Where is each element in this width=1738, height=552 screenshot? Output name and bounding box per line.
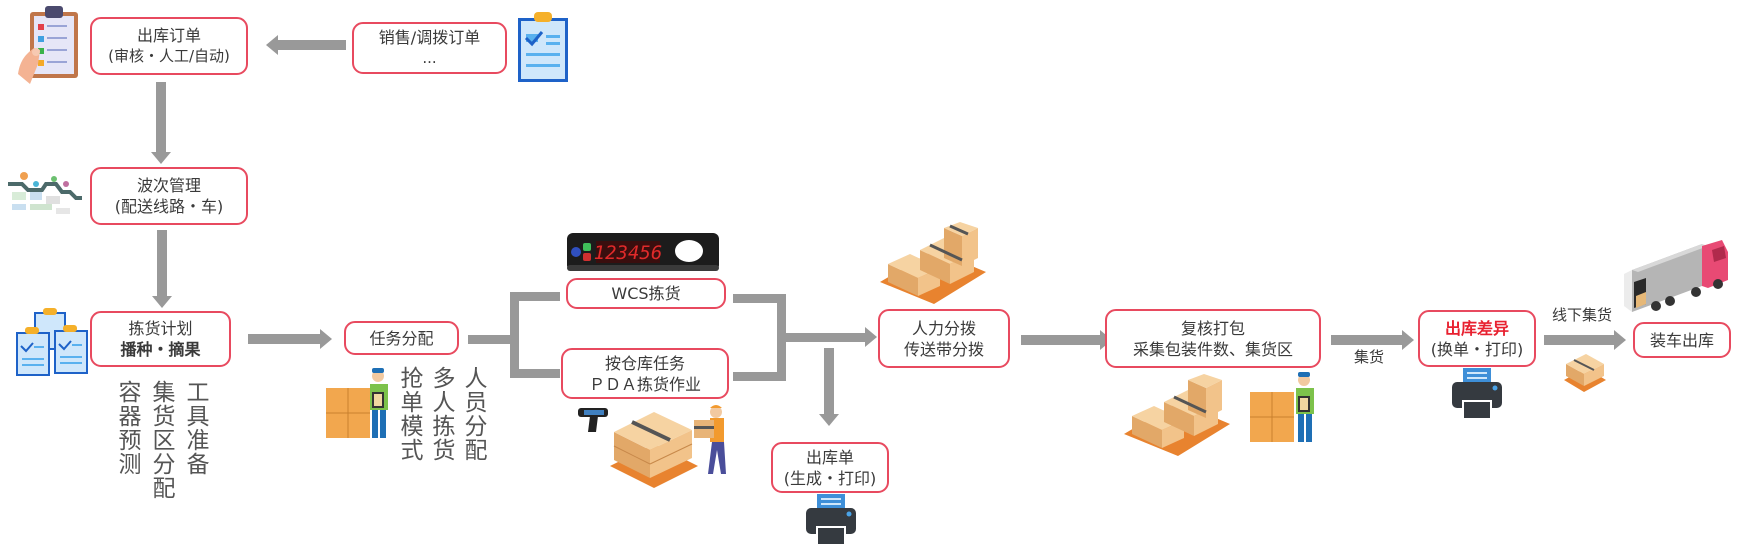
picking-plan-note: 容器预测: [114, 380, 140, 476]
display-digits: 123456: [594, 242, 663, 264]
arrow-merge-to-sorting: [785, 333, 865, 342]
node-subtitle: 采集包装件数、集货区: [1132, 339, 1293, 359]
node-outbound-slip[interactable]: 出库单 (生成・打印): [771, 442, 889, 493]
node-title: 拣货计划: [128, 319, 193, 338]
node-title: WCS拣货: [611, 284, 681, 303]
connector-wcs-to-merge: [733, 294, 785, 303]
worker-carrying-box-icon: [694, 405, 726, 474]
arrow-plan-to-task: [248, 334, 320, 344]
arrowhead: [865, 327, 877, 347]
node-task-assignment[interactable]: 任务分配: [344, 321, 459, 355]
node-title: 波次管理: [136, 176, 201, 195]
node-title: 装车出库: [1649, 330, 1714, 350]
pda-scanner-icon: [578, 408, 608, 432]
task-assignment-note: 抢单模式: [396, 366, 422, 462]
node-title: 出库差异: [1444, 318, 1509, 338]
pallet-boxes-large-icon: [880, 222, 986, 304]
node-subtitle: 播种・摘果: [120, 340, 201, 359]
node-title: 出库订单: [136, 26, 201, 45]
arrow-order-to-wave: [156, 82, 166, 157]
node-title: 人力分拨: [911, 318, 976, 338]
picking-plan-note: 集货区分配: [148, 380, 174, 500]
pallet-boxes-recheck-icon: [1124, 374, 1230, 456]
node-recheck-pack[interactable]: 复核打包 采集包装件数、集货区: [1105, 309, 1321, 368]
route-map-icon: [8, 172, 82, 214]
arrowhead: [320, 329, 332, 349]
node-pda-picking[interactable]: 按仓库任务 ＰＤＡ拣货作业: [561, 348, 729, 399]
node-outbound-difference[interactable]: 出库差异 (换单・打印): [1418, 310, 1536, 367]
connector-task-to-branch: [468, 335, 512, 344]
arrowhead: [1402, 330, 1414, 350]
arrowhead: [1614, 330, 1626, 350]
pallet-boxes-icon: [610, 412, 698, 488]
pick-to-light-display-icon: 123456: [567, 233, 719, 271]
connector-branch-to-pda: [510, 369, 560, 378]
node-sales-order[interactable]: 销售/调拨订单 ...: [352, 22, 507, 74]
printer-icon: [806, 494, 856, 544]
node-picking-plan[interactable]: 拣货计划 播种・摘果: [90, 311, 231, 367]
arrowhead: [151, 152, 171, 164]
arrow-recheck-to-diff: [1331, 335, 1403, 345]
task-assignment-note: 人员分配: [460, 366, 486, 462]
node-wcs-picking[interactable]: WCS拣货: [566, 278, 726, 309]
arrowhead: [152, 296, 172, 308]
node-title: 销售/调拨订单: [378, 28, 481, 47]
small-pallet-icon: [1564, 354, 1606, 392]
truck-icon: [1624, 240, 1728, 312]
node-load-ship[interactable]: 装车出库: [1633, 322, 1731, 358]
worker-tablet-icon: [1250, 372, 1314, 442]
node-subtitle: ＰＤＡ拣货作业: [588, 374, 701, 394]
arrow-sorting-to-recheck: [1021, 335, 1101, 345]
connector-pda-to-merge: [733, 372, 785, 381]
worker-boxes-icon: [326, 368, 388, 438]
node-title: 任务分配: [369, 328, 434, 348]
arrow-diff-to-load: [1544, 335, 1616, 345]
arrowhead: [266, 35, 278, 55]
clipboard-hand-icon: [18, 6, 78, 84]
node-sorting[interactable]: 人力分拨 传送带分拨: [878, 309, 1010, 368]
connector-merge-vertical: [777, 294, 786, 381]
node-title: 按仓库任务: [604, 353, 685, 373]
node-subtitle: (生成・打印): [783, 468, 877, 488]
arrow-sales-to-order: [278, 40, 346, 50]
node-subtitle: 传送带分拨: [903, 339, 984, 359]
edge-label-offline-consolidate: 线下集货: [1552, 306, 1613, 324]
picking-plan-note: 工具准备: [182, 380, 208, 476]
node-subtitle: ...: [422, 49, 437, 67]
node-title: 复核打包: [1180, 318, 1245, 338]
node-title: 出库单: [805, 447, 854, 467]
node-subtitle: (换单・打印): [1430, 339, 1524, 359]
arrowhead: [819, 414, 839, 426]
node-wave-management[interactable]: 波次管理 (配送线路・车): [90, 167, 248, 225]
clipboards-icon: [16, 308, 88, 376]
node-subtitle: (审核・人工/自动): [108, 47, 230, 65]
arrow-to-outbound-slip: [824, 348, 834, 414]
node-outbound-order[interactable]: 出库订单 (审核・人工/自动): [90, 17, 248, 75]
arrow-wave-to-plan: [157, 230, 167, 300]
connector-branch-vertical: [510, 292, 519, 378]
checklist-icon: [518, 12, 568, 82]
node-subtitle: (配送线路・车): [114, 197, 224, 216]
edge-label-consolidate: 集货: [1354, 348, 1385, 366]
printer-icon: [1452, 368, 1502, 418]
task-assignment-note: 多人拣货: [428, 366, 454, 462]
connector-branch-to-wcs: [510, 292, 560, 301]
